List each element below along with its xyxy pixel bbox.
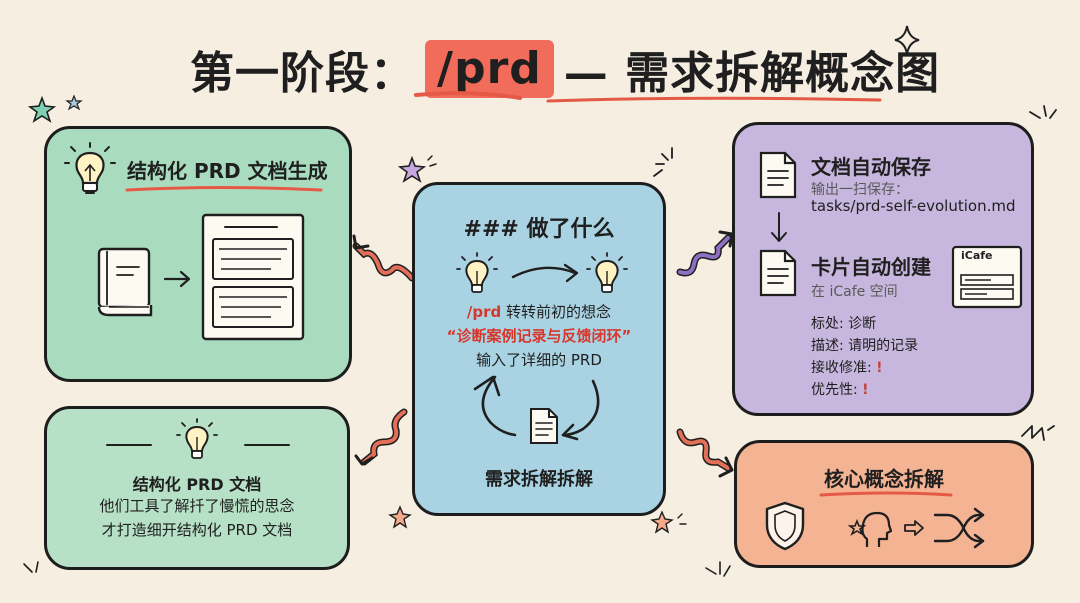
title-area: 第一阶段： /prd — 需求拆解概念图 [0, 34, 1080, 104]
burst-icon [705, 561, 731, 577]
warning-mark: ! [876, 360, 883, 376]
save-title: 文档自动保存 [811, 155, 931, 179]
document-outline-icon [201, 213, 305, 341]
card-what-was-done: ### 做了什么 /prd 转转前初的想念 “诊断案例记录与反馈闭环” 输入了详… [412, 182, 666, 516]
burst-icon [1021, 425, 1055, 441]
icafe-window-icon [951, 245, 1023, 309]
field-row: 优先性: ! [811, 382, 869, 398]
field-row: 标处: 诊断 [811, 316, 877, 332]
title-highlight: /prd [425, 40, 554, 98]
connector-arrow-right-top [676, 230, 734, 277]
burst-icon [1029, 105, 1057, 119]
page-title: 第一阶段： /prd — 需求拆解概念图 [190, 34, 940, 104]
card-text-line: 才打造细开结构化 PRD 文档 [101, 521, 293, 539]
card-title: 结构化 PRD 文档 [132, 475, 262, 494]
title-prefix: 第一阶段： [190, 48, 415, 99]
center-line1-rest: 转转前初的想念 [501, 303, 612, 321]
card-create-subtitle: 在 iCafe 空间 [811, 284, 898, 300]
lightbulb-icon [456, 252, 498, 293]
star-icon [397, 155, 437, 183]
warning-mark: ! [862, 382, 869, 398]
shuffle-icon [933, 507, 985, 549]
title-suffix: — 需求拆解概念图 [563, 48, 941, 99]
title-underline [819, 491, 953, 497]
burst-icon [653, 147, 673, 177]
card-auto-save-create: 文档自动保存 输出一扫保存： tasks/prd-self-evolution.… [732, 122, 1034, 416]
star-icon [27, 94, 83, 123]
connector-arrow-left-top [352, 234, 416, 282]
cycle-arrows-icon [473, 375, 600, 441]
card-title: 结构化 PRD 文档生成 [127, 159, 328, 183]
book-icon [97, 247, 153, 317]
card-create-title: 卡片自动创建 [811, 255, 931, 279]
card-core-concept: 核心概念拆解 [734, 440, 1034, 568]
star-icon [650, 510, 687, 534]
title-underline [125, 186, 323, 192]
center-text-line: /prd 转转前初的想念 [415, 301, 663, 322]
card-prd-generation: 结构化 PRD 文档生成 [44, 126, 352, 382]
lightbulb-icon [64, 142, 116, 194]
icafe-label: iCafe [961, 249, 993, 262]
sparkle-icon [894, 25, 930, 69]
center-text-line: 输入了详细的 PRD [476, 351, 602, 369]
document-icon [759, 151, 797, 199]
arrow-right-icon [904, 520, 924, 536]
document-icon [530, 408, 558, 444]
card-structured-prd: 结构化 PRD 文档 他们工具了解扦了慢慌的思念 才打造细开结构化 PRD 文档 [44, 406, 350, 570]
document-icon [759, 249, 797, 297]
arrow-right-icon [163, 270, 191, 288]
card-title: 核心概念拆解 [824, 467, 944, 491]
connector-arrow-left-bottom [354, 408, 408, 466]
connector-arrow-right-bottom [676, 428, 734, 478]
curved-arrow-icon [511, 263, 579, 283]
center-quote: “诊断案例记录与反馈闭环” [446, 327, 632, 345]
shield-icon [765, 501, 805, 551]
divider-line [106, 444, 152, 446]
head-spark-icon [847, 511, 893, 547]
field-row: 接收修准: ! [811, 360, 883, 376]
field-row: 描述: 请明的记录 [811, 338, 919, 354]
lightbulb-icon [176, 418, 218, 459]
save-subtitle: 输出一扫保存： [811, 182, 909, 198]
card-text-line: 他们工具了解扦了慢慌的思念 [99, 497, 295, 515]
arrow-down-icon [771, 212, 787, 242]
card-title: ### 做了什么 [463, 217, 615, 242]
star-icon [388, 505, 412, 529]
divider-line [244, 444, 290, 446]
center-footer: 需求拆解拆解 [485, 469, 593, 490]
prd-command: /prd [466, 303, 502, 321]
burst-icon [23, 561, 39, 573]
save-path: tasks/prd-self-evolution.md [811, 197, 1016, 215]
lightbulb-icon [586, 252, 628, 293]
